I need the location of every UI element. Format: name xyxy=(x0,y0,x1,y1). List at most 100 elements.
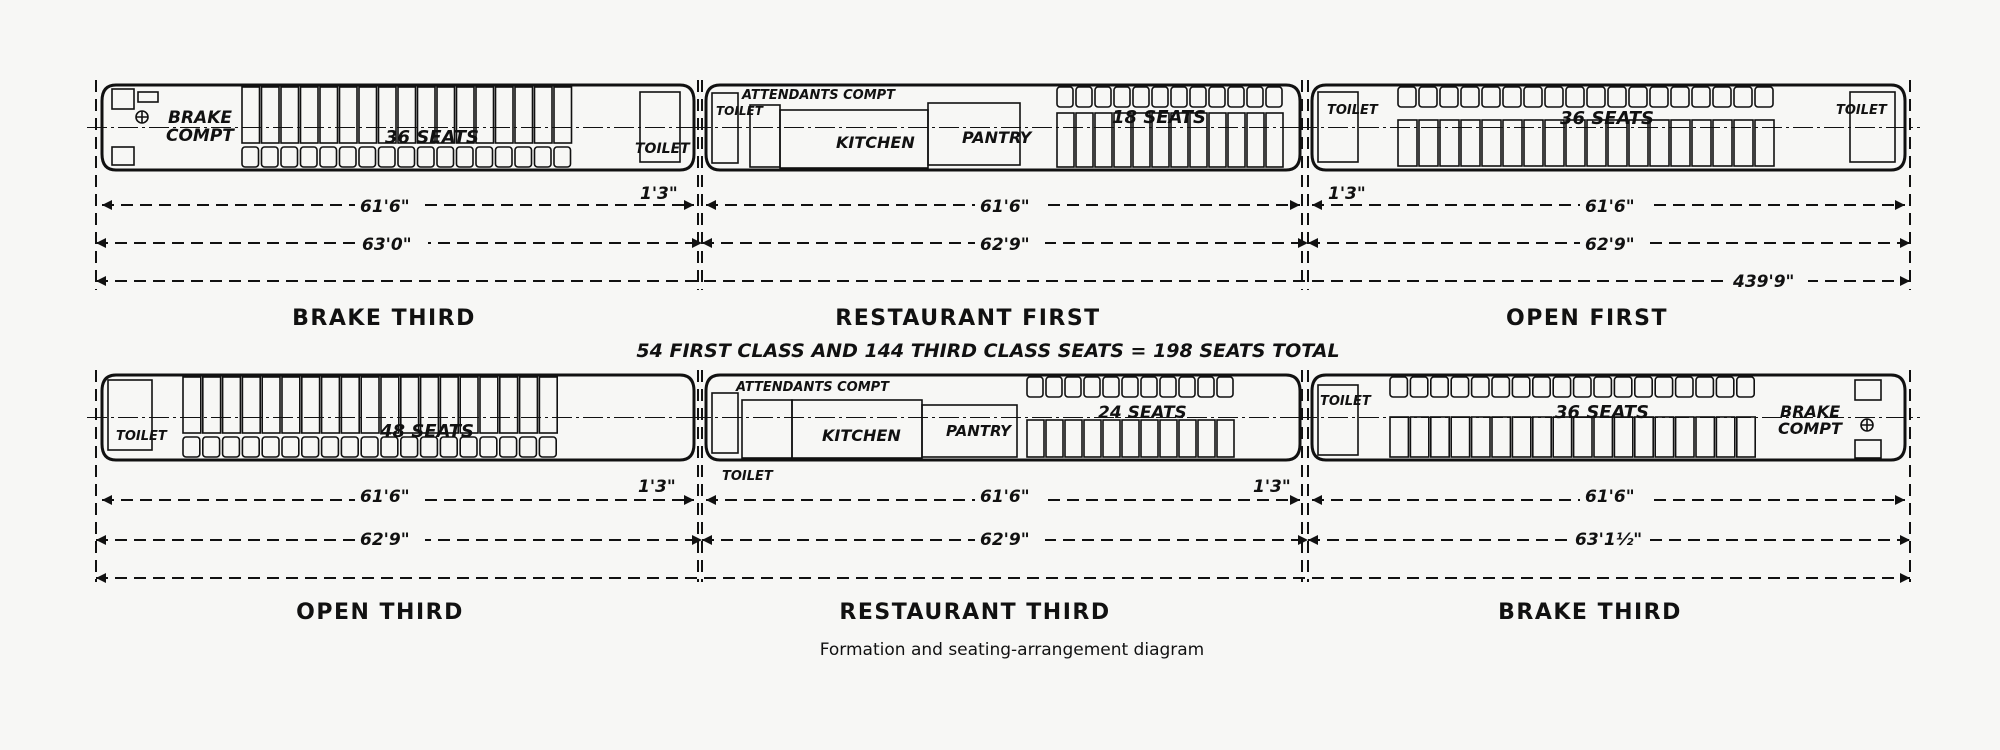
seat xyxy=(280,146,299,168)
seat xyxy=(1056,86,1074,108)
seat-bay xyxy=(299,86,319,144)
seat xyxy=(1523,86,1543,108)
pantry-room xyxy=(927,102,1021,166)
coach-open-first: TOILET 36 SEATS TOILET xyxy=(1327,103,1888,129)
seat-bay xyxy=(1491,416,1512,458)
seat-bay xyxy=(1715,416,1736,458)
seat-bay xyxy=(1628,119,1649,167)
seat xyxy=(416,146,435,168)
seat xyxy=(1064,376,1082,398)
seat xyxy=(1544,86,1564,108)
toilet-room xyxy=(1849,91,1896,163)
seat xyxy=(1216,376,1234,398)
dimensions-top: 61'6" 61'6" 61'6" 1'3" 1'3" 63'0" 62'9" … xyxy=(355,184,1808,292)
seat-bay xyxy=(1170,112,1189,168)
seat xyxy=(261,436,280,458)
coach-open-third: TOILET 48 SEATS xyxy=(116,421,474,444)
toilet-label: TOILET xyxy=(1320,394,1372,409)
seat xyxy=(377,146,396,168)
seat xyxy=(1712,86,1732,108)
seat-bay xyxy=(1121,419,1140,458)
coach-name-brake-third: BRAKE THIRD xyxy=(1498,600,1682,625)
seat-bay xyxy=(1094,112,1113,168)
seat-bay xyxy=(1216,419,1235,458)
seat xyxy=(1654,376,1674,398)
seat-bay xyxy=(1430,416,1451,458)
seat xyxy=(1628,86,1648,108)
toilet-label: TOILET xyxy=(1327,103,1379,118)
seat-bay xyxy=(1208,112,1227,168)
coach-brake-third-top: BRAKE COMPT 36 SEATS TOILET xyxy=(166,108,691,157)
seat xyxy=(514,146,533,168)
seat xyxy=(1113,86,1131,108)
seat xyxy=(1715,376,1735,398)
seat xyxy=(1151,86,1169,108)
seat-bay xyxy=(459,376,479,434)
seat xyxy=(260,146,279,168)
coach-body xyxy=(100,373,696,462)
attendants-compartment xyxy=(741,399,793,459)
seat xyxy=(319,146,338,168)
seat xyxy=(1418,86,1438,108)
coach-body xyxy=(1310,373,1907,462)
seat-bay xyxy=(397,86,417,144)
seat-bay xyxy=(360,376,380,434)
seat xyxy=(340,436,359,458)
seat-bay xyxy=(1532,416,1553,458)
brake-cupboard xyxy=(137,91,159,103)
seat-bay xyxy=(1502,119,1523,167)
seat-bay xyxy=(1695,416,1716,458)
seat-bay xyxy=(1670,119,1691,167)
coach-restaurant-first: ATTENDANTS COMPT TOILET KITCHEN PANTRY 1… xyxy=(716,88,1206,152)
seat xyxy=(380,436,399,458)
seat xyxy=(1397,86,1417,108)
seat xyxy=(1045,376,1063,398)
seat-bay xyxy=(439,376,459,434)
seat xyxy=(1409,376,1429,398)
brake-label: BRAKE xyxy=(1780,402,1840,421)
seat-bay xyxy=(338,86,358,144)
seat xyxy=(1607,86,1627,108)
seat-bay xyxy=(479,376,499,434)
seats-label: 36 SEATS xyxy=(1555,402,1649,423)
seat xyxy=(1083,376,1101,398)
coach-body xyxy=(704,83,1302,172)
seat-bay xyxy=(221,376,242,434)
seat xyxy=(1170,86,1188,108)
seat-bay xyxy=(475,86,495,144)
dim-overall-2: 62'9" xyxy=(980,530,1030,550)
seat-bay xyxy=(1140,419,1159,458)
seat xyxy=(1532,376,1552,398)
seat-bay xyxy=(1045,419,1064,458)
seat xyxy=(479,436,498,458)
seat xyxy=(1695,376,1715,398)
seat xyxy=(494,146,513,168)
seat xyxy=(1670,86,1690,108)
seat-bay xyxy=(518,376,539,434)
toilet-label: TOILET xyxy=(116,429,168,444)
seat xyxy=(1502,86,1522,108)
seat xyxy=(1491,376,1511,398)
dim-total: 439'9" xyxy=(1732,272,1794,292)
seat-bay xyxy=(380,376,400,434)
coach-restaurant-third: ATTENDANTS COMPT TOILET KITCHEN PANTRY 2… xyxy=(722,380,1187,484)
seat-bay xyxy=(1397,119,1418,167)
seat xyxy=(1178,376,1196,398)
seat xyxy=(1481,86,1501,108)
seat-bay xyxy=(1674,416,1695,458)
attendants-label: ATTENDANTS COMPT xyxy=(735,380,890,395)
seat-bay xyxy=(340,376,360,434)
seat-bay xyxy=(1265,112,1284,168)
seat-bay xyxy=(281,376,301,434)
seat xyxy=(1430,376,1450,398)
seat-bay xyxy=(498,376,519,434)
seat xyxy=(1026,376,1044,398)
dim-overall-3: 62'9" xyxy=(1585,235,1635,255)
seat-bay xyxy=(1654,416,1675,458)
seat xyxy=(397,146,416,168)
seat-bay xyxy=(1026,419,1045,458)
seat-bay xyxy=(1649,119,1670,167)
seat-bay xyxy=(358,86,378,144)
seat xyxy=(1102,376,1120,398)
